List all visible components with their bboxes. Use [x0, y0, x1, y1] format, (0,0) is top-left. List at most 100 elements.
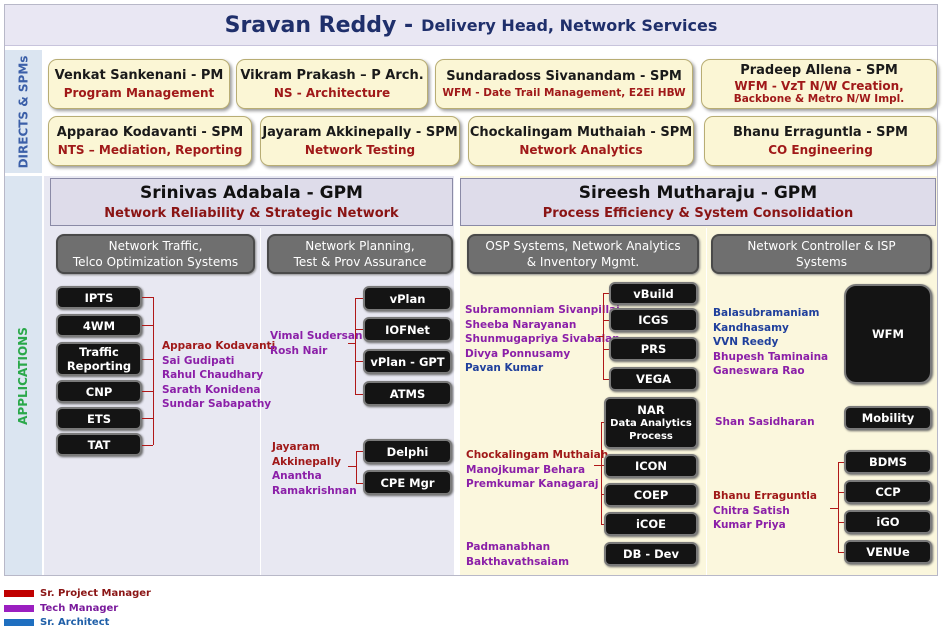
person: Sai Gudipati	[162, 354, 235, 367]
person: Bhanu Erraguntla	[713, 490, 817, 502]
system-tat: TAT	[56, 433, 142, 456]
system-cpe-mgr: CPE Mgr	[363, 470, 452, 495]
column-divider	[706, 228, 707, 575]
people-group-6: Padmanabhan Bakthavathsaiam	[466, 540, 569, 569]
person: Premkumar Kanagaraj	[466, 478, 599, 490]
direct-card: Sundaradoss Sivanandam - SPM WFM - Date …	[435, 59, 693, 109]
person: Balasubramaniam	[713, 307, 820, 319]
system-4wm: 4WM	[56, 314, 142, 337]
connector-line	[597, 336, 603, 337]
direct-role: NTS – Mediation, Reporting	[57, 143, 243, 157]
person: Manojkumar Behara	[466, 463, 586, 476]
person: Apparao Kodavanti	[162, 340, 276, 352]
connector-line	[142, 391, 153, 392]
person: Chockalingam Muthaiah	[466, 449, 609, 461]
system-coep: COEP	[604, 483, 698, 507]
direct-role: WFM - VzT N/W Creation,	[734, 79, 904, 93]
direct-name: Chockalingam Muthaiah - SPM	[469, 125, 693, 140]
connector-line	[601, 524, 606, 525]
people-group-8: Shan Sasidharan	[715, 415, 815, 430]
system-atms: ATMS	[363, 381, 452, 406]
direct-card: Apparao Kodavanti - SPM NTS – Mediation,…	[48, 116, 252, 166]
connector-line	[603, 293, 609, 294]
people-group-5: Chockalingam Muthaiah Manojkumar Behara …	[466, 448, 608, 492]
connector-line	[356, 451, 363, 452]
people-group-1: Apparao Kodavanti Sai Gudipati Rahul Cha…	[162, 339, 275, 412]
connector-line	[142, 445, 153, 446]
gpm-left-role: Network Reliability & Strategic Network	[104, 206, 399, 221]
people-group-3: Jayaram Akkinepally Anantha Ramakrishnan	[272, 440, 357, 498]
direct-role: CO Engineering	[768, 143, 873, 157]
connector-line	[356, 451, 357, 483]
people-group-2: Vimal Sudersan Rosh Nair	[270, 329, 363, 358]
connector-line	[355, 329, 363, 330]
person: Anantha	[272, 470, 322, 482]
person: Shunmugapriya Sivabalan	[465, 333, 620, 345]
person: Pavan Kumar	[465, 362, 544, 374]
category-network-planning: Network Planning, Test & Prov Assurance	[267, 234, 453, 274]
gpm-right-name: Sireesh Mutharaju - GPM	[578, 183, 818, 203]
person: Rahul Chaudhary	[162, 369, 264, 381]
direct-name: Venkat Sankenani - PM	[54, 68, 224, 83]
directs-band: DIRECTS & SPMs	[4, 50, 42, 173]
system-ets: ETS	[56, 407, 142, 430]
person: Divya Ponnusamy	[465, 347, 571, 360]
legend-item: Tech Manager	[4, 603, 118, 614]
person: Vimal Sudersan	[270, 330, 363, 342]
direct-name: Apparao Kodavanti - SPM	[56, 125, 244, 140]
direct-role-line2: Backbone & Metro N/W Impl.	[733, 93, 905, 105]
connector-line	[603, 379, 609, 380]
person: Jayaram	[272, 441, 320, 453]
gpm-right-role: Process Efficiency & System Consolidatio…	[542, 206, 854, 221]
person: Kandhasamy	[713, 321, 789, 334]
gpm-left-name: Srinivas Adabala - GPM	[140, 183, 363, 203]
system-prs: PRS	[609, 337, 698, 361]
connector-line	[142, 325, 153, 326]
people-group-9: Bhanu Erraguntla Chitra Satish Kumar Pri…	[713, 489, 817, 533]
connector-line	[153, 297, 154, 445]
person: Ganeswara Rao	[713, 365, 805, 377]
connector-line	[603, 320, 609, 321]
applications-band-label: APPLICATIONS	[16, 326, 30, 425]
system-nar: NAR Data Analytics Process	[604, 397, 698, 449]
gpm-left-card: Srinivas Adabala - GPM Network Reliabili…	[50, 178, 453, 226]
person: Sarath Konidena	[162, 383, 261, 396]
column-divider	[260, 228, 261, 575]
legend-item: Sr. Project Manager	[4, 588, 151, 599]
connector-line	[601, 422, 606, 423]
direct-role: Network Analytics	[519, 143, 643, 157]
connector-line	[356, 483, 363, 484]
connector-line	[355, 298, 356, 394]
legend-label: Sr. Project Manager	[40, 588, 151, 599]
connector-line	[838, 552, 844, 553]
connector-line	[601, 422, 602, 524]
connector-line	[838, 462, 839, 553]
connector-line	[601, 465, 606, 466]
direct-name: Bhanu Erraguntla - SPM	[733, 125, 908, 140]
legend-label: Sr. Architect	[40, 617, 110, 628]
person: Akkinepally	[272, 455, 341, 468]
connector-line	[838, 462, 844, 463]
system-icon: ICON	[604, 454, 698, 478]
direct-card: Vikram Prakash – P Arch. NS - Architectu…	[236, 59, 428, 109]
system-delphi: Delphi	[363, 439, 452, 464]
person: Rosh Nair	[270, 344, 328, 357]
connector-line	[348, 343, 355, 344]
system-db-dev: DB - Dev	[604, 542, 698, 566]
system-icgs: ICGS	[609, 308, 698, 332]
system-iofnet: IOFNet	[363, 317, 452, 342]
system-vega: VEGA	[609, 367, 698, 391]
legend-item: Sr. Architect	[4, 617, 109, 628]
connector-line	[838, 492, 844, 493]
legend-swatch	[4, 590, 34, 597]
category-network-controller: Network Controller & ISP Systems	[711, 234, 932, 274]
system-nar-subtitle: Data Analytics Process	[610, 418, 692, 442]
direct-role: WFM - Date Trail Management, E2Ei HBW	[442, 87, 686, 99]
system-icoe: iCOE	[604, 512, 698, 536]
person: Chitra Satish	[713, 504, 790, 517]
category-osp-systems: OSP Systems, Network Analytics & Invento…	[467, 234, 699, 274]
system-nar-title: NAR	[637, 403, 665, 417]
direct-card: Venkat Sankenani - PM Program Management	[48, 59, 230, 109]
direct-card: Chockalingam Muthaiah - SPM Network Anal…	[468, 116, 694, 166]
system-vbuild: vBuild	[609, 282, 698, 305]
